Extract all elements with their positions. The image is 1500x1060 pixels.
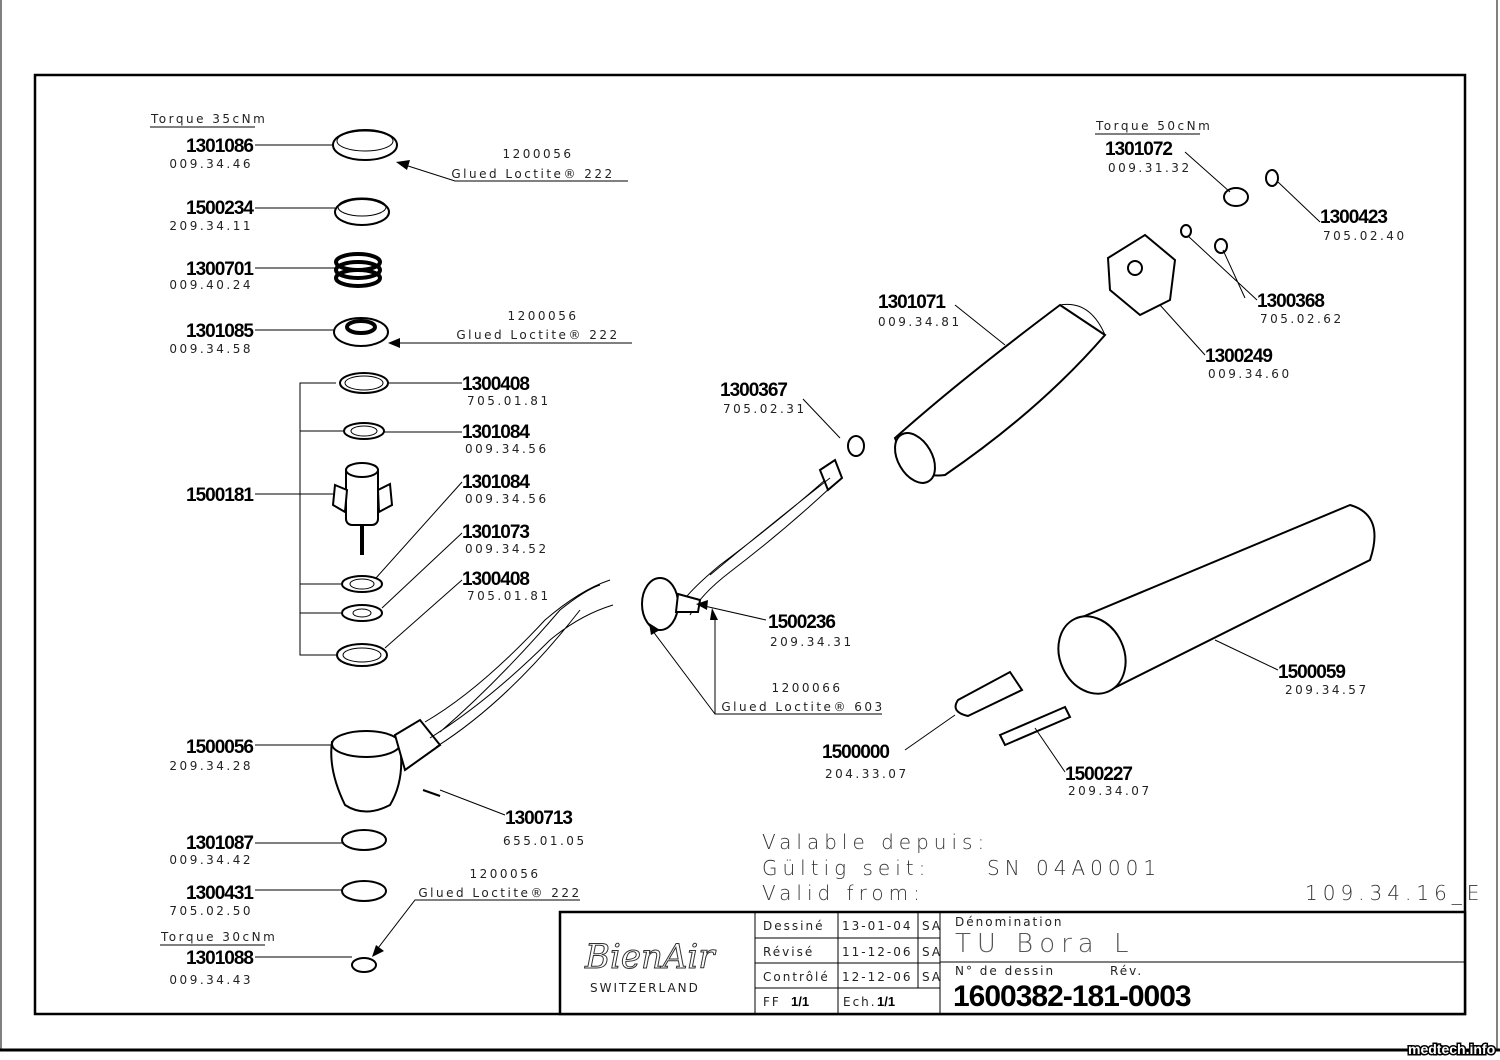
part-number: 1301087 — [186, 833, 253, 854]
revision-label: Rév. — [1110, 964, 1143, 978]
revised-label: Révisé — [763, 945, 814, 959]
part-code: 009.34.52 — [465, 542, 549, 556]
ff-label: FF — [763, 995, 781, 1009]
valid-from-de: Gültig seit: — [762, 856, 930, 880]
part-code: 705.01.81 — [467, 394, 551, 408]
part-number: 1300408 — [462, 374, 529, 395]
part-code: 705.02.62 — [1260, 312, 1344, 326]
part-code: 209.34.57 — [1285, 683, 1369, 697]
part-number: 1500234 — [186, 198, 254, 219]
serial-number: SN 04A0001 — [987, 856, 1161, 880]
part-number: 1300408 — [462, 569, 529, 590]
part-code: 009.34.43 — [169, 973, 253, 987]
part-number: 1500059 — [1278, 662, 1345, 683]
part-number: 1301073 — [462, 522, 529, 543]
drawn-date: 13-01-04 — [842, 919, 912, 933]
glue-note: Glued Loctite® 603 — [721, 700, 884, 714]
part-number: 1301088 — [186, 948, 253, 969]
ff-value: 1/1 — [791, 994, 809, 1009]
part-code: 009.31.32 — [1108, 161, 1192, 175]
bienair-logo: BienAir — [584, 937, 716, 977]
part-number: 1300368 — [1257, 291, 1324, 312]
drawn-by: SA — [922, 919, 942, 933]
part-number: 1500181 — [186, 485, 254, 506]
drawing-number: 1600382-181-0003 — [953, 980, 1191, 1013]
checked-date: 12-12-06 — [842, 970, 912, 984]
part-code: 705.02.50 — [169, 904, 253, 918]
part-number: 1300367 — [720, 380, 787, 401]
part-number: 1301071 — [878, 292, 946, 313]
part-code: 209.34.11 — [169, 219, 253, 233]
part-code: 009.34.56 — [465, 442, 549, 456]
part-code: 655.01.05 — [503, 834, 587, 848]
part-code: 009.34.46 — [169, 157, 253, 171]
glue-note: Glued Loctite® 222 — [451, 167, 614, 181]
valid-from-fr: Valable depuis: — [762, 830, 989, 854]
title-block: BienAir SWITZERLAND Dessiné 13-01-04 SA … — [558, 910, 1467, 1016]
part-number: 1301072 — [1105, 139, 1172, 160]
drawn-label: Dessiné — [763, 919, 824, 933]
checked-by: SA — [922, 970, 942, 984]
part-code: 705.01.81 — [467, 589, 551, 603]
revised-by: SA — [922, 945, 942, 959]
part-number: 1300701 — [186, 259, 254, 280]
part-code: 009.34.56 — [465, 492, 549, 506]
scale-value: 1/1 — [877, 994, 895, 1009]
part-number: 1300713 — [505, 808, 572, 829]
torque-note-30: Torque 30cNm — [160, 930, 277, 944]
part-number: 1301084 — [462, 422, 530, 443]
company-country: SWITZERLAND — [590, 981, 700, 995]
leader-lines — [150, 126, 1321, 958]
part-number: 1300431 — [186, 883, 254, 904]
glue-ref: 1200056 — [503, 147, 574, 161]
scale-label: Ech. — [843, 995, 877, 1009]
part-code: 009.34.58 — [169, 342, 253, 356]
watermark: medtech.info — [1408, 1041, 1495, 1057]
part-code: 009.40.24 — [169, 278, 253, 292]
glue-note: Glued Loctite® 222 — [418, 886, 581, 900]
torque-note-50: Torque 50cNm — [1095, 119, 1212, 133]
part-drawings-right — [641, 169, 1376, 747]
part-code: 209.34.28 — [169, 759, 253, 773]
glue-ref: 1200066 — [772, 681, 843, 695]
part-number: 1500056 — [186, 737, 253, 758]
torque-note-35: Torque 35cNm — [150, 112, 267, 126]
part-number: 1500227 — [1065, 764, 1132, 785]
part-code: 204.33.07 — [825, 767, 909, 781]
part-code: 009.34.81 — [878, 315, 962, 329]
part-number: 1301084 — [462, 472, 530, 493]
part-number: 1301085 — [186, 321, 254, 342]
part-code: 705.02.40 — [1323, 229, 1407, 243]
part-number: 1301086 — [186, 136, 253, 157]
denomination-label: Dénomination — [955, 915, 1064, 929]
checked-label: Contrôlé — [763, 970, 830, 984]
glue-ref: 1200056 — [470, 867, 541, 881]
part-number: 1300249 — [1205, 346, 1272, 367]
drawing-number-label: N° de dessin — [955, 964, 1055, 978]
part-number: 1500236 — [768, 612, 835, 633]
valid-from-en: Valid from: — [762, 881, 925, 905]
glue-note: Glued Loctite® 222 — [456, 328, 619, 342]
part-code: 009.34.60 — [1208, 367, 1292, 381]
part-code: 209.34.07 — [1068, 784, 1152, 798]
part-drawings-left — [299, 129, 614, 973]
part-code: 009.34.42 — [169, 853, 253, 867]
revised-date: 11-12-06 — [842, 945, 912, 959]
glue-ref: 1200056 — [508, 309, 579, 323]
sheet-reference: 109.34.16_E — [1305, 881, 1484, 905]
part-code: 705.02.31 — [723, 402, 807, 416]
part-code: 209.34.31 — [770, 635, 854, 649]
part-number: 1500000 — [822, 742, 889, 763]
part-number: 1300423 — [1320, 207, 1387, 228]
denomination-value: TU Bora L — [955, 929, 1134, 959]
